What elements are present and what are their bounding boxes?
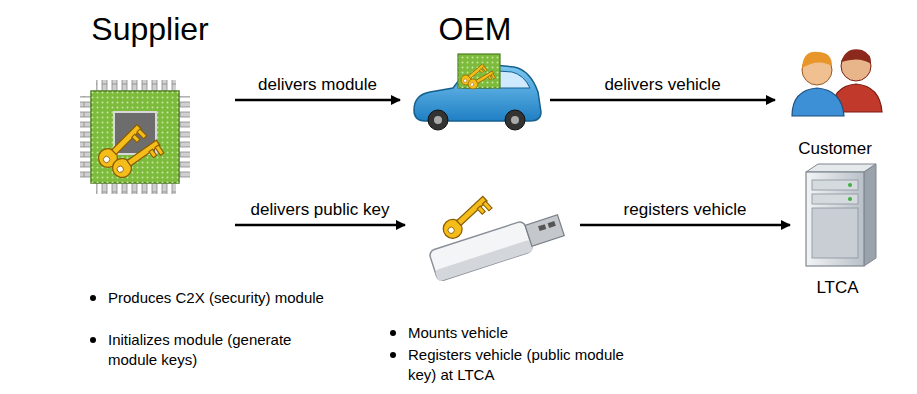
- edge-label: delivers vehicle: [601, 75, 723, 95]
- arrow-connector: [550, 99, 775, 102]
- server-icon: [806, 164, 876, 266]
- icon-node: OEM: [400, 5, 550, 135]
- bullet-dot: [90, 337, 96, 343]
- bullet-item: Registers vehicle (public module key) at…: [386, 345, 636, 385]
- node-heading: OEM: [400, 11, 550, 48]
- bullet-text: Initializes module (generate module keys…: [108, 331, 291, 368]
- bullet-item: Initializes module (generate module keys…: [86, 330, 326, 370]
- arrow-connector: [235, 99, 400, 102]
- bullet-dot: [390, 352, 396, 358]
- bullet-text: Registers vehicle (public module key) at…: [408, 346, 624, 383]
- bullet-text: Produces C2X (security) module: [108, 289, 324, 306]
- edge-label: delivers public key: [248, 200, 393, 220]
- node-label: LTCA: [790, 278, 885, 298]
- bullet-item: Mounts vehicle: [386, 323, 636, 343]
- usb-key-icon: [416, 171, 566, 282]
- icon-node: Customer: [775, 45, 895, 159]
- chip-icon: [80, 80, 190, 194]
- bullet-item: Produces C2X (security) module: [86, 288, 326, 308]
- edge-label: registers vehicle: [621, 200, 750, 220]
- icon-node: Supplier: [65, 5, 235, 245]
- icon-node: [405, 185, 580, 280]
- car-icon: [414, 54, 541, 130]
- customer-icon: [792, 49, 882, 116]
- node-label: Customer: [775, 139, 895, 159]
- icon-node: LTCA: [790, 160, 885, 298]
- arrow-connector: [580, 224, 790, 227]
- bullet-dot: [390, 330, 396, 336]
- bullet-text: Mounts vehicle: [408, 324, 508, 341]
- edge-label: delivers module: [255, 75, 380, 95]
- node-heading: Supplier: [65, 11, 235, 48]
- bullet-dot: [90, 295, 96, 301]
- arrow-connector: [235, 224, 405, 227]
